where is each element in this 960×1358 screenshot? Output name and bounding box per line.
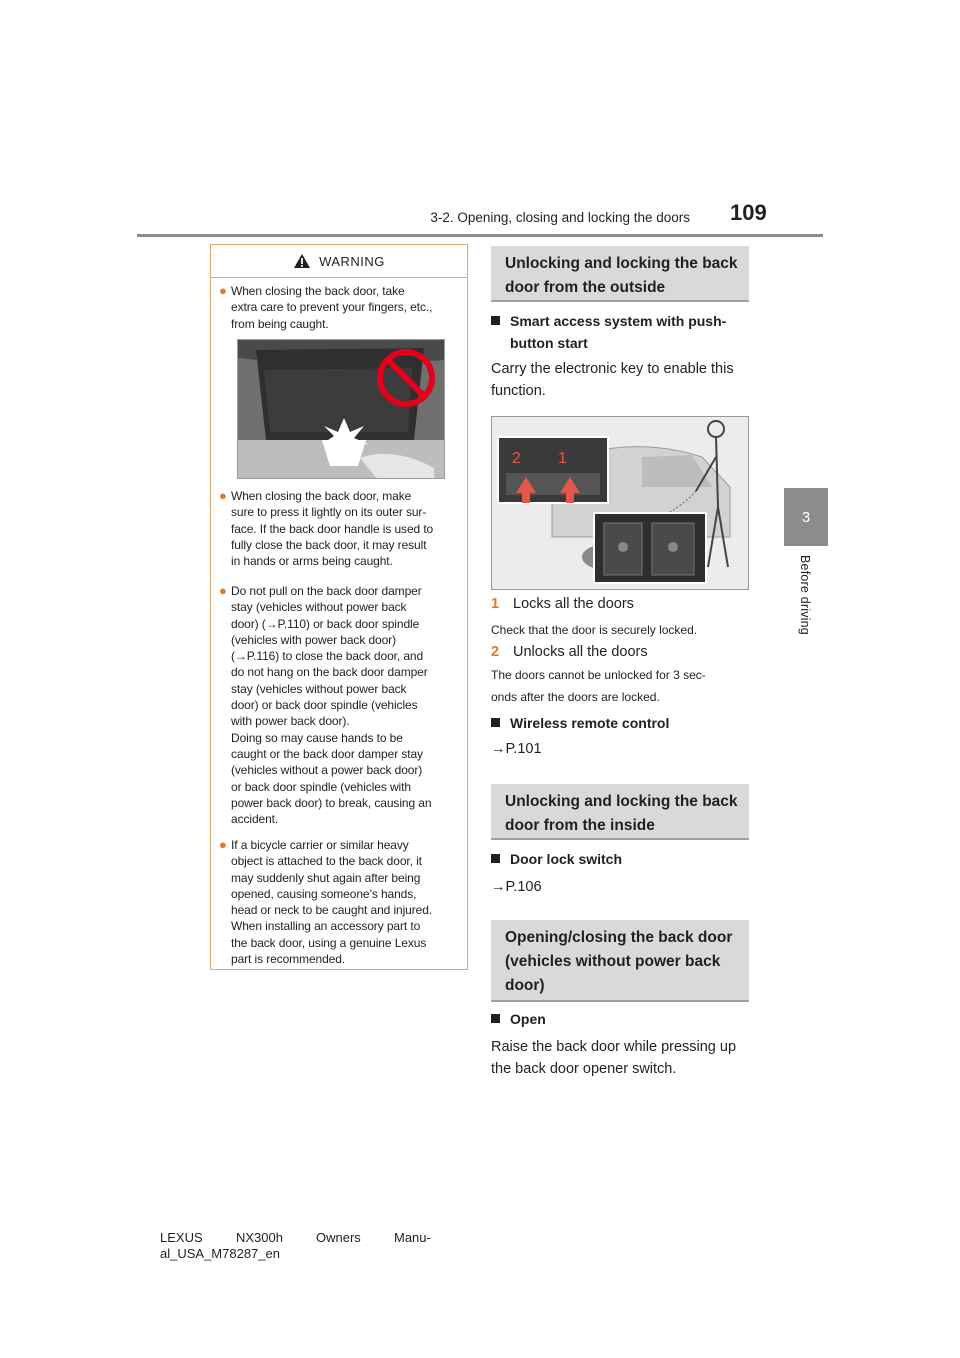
square-bullet-icon <box>491 718 500 727</box>
warning-triangle-icon <box>294 254 311 268</box>
warning-item: ● When closing the back door, take extra… <box>219 283 433 331</box>
back-door-warning-illustration <box>237 339 445 479</box>
step-2-note: The doors cannot be unlocked for 3 sec- … <box>491 668 706 704</box>
section-heading-inside: Unlocking and locking the back door from… <box>491 784 749 840</box>
figure-callout-1: 1 <box>558 450 567 467</box>
section-heading-open-close: Opening/closing the back door (vehicles … <box>491 920 749 1002</box>
warning-item: ● When closing the back door, make sure … <box>219 488 434 569</box>
bullet-icon: ● <box>219 837 227 852</box>
bullet-icon: ● <box>219 488 227 503</box>
smart-access-body: Carry the electronic key to enable this … <box>491 361 734 399</box>
page-number: 109 <box>730 200 767 225</box>
warning-box: WARNING ● When closing the back door, ta… <box>210 244 468 970</box>
warning-header: WARNING <box>211 245 467 278</box>
open-body: Raise the back door while pressing up th… <box>491 1039 737 1077</box>
wireless-remote-reference: →P.101 <box>491 741 542 757</box>
square-bullet-icon <box>491 1014 500 1023</box>
figure-callout-2: 2 <box>512 450 521 467</box>
warning-item: ● If a bicycle carrier or similar heavy … <box>219 837 433 967</box>
section-heading-outside: Unlocking and locking the back door from… <box>491 246 749 302</box>
subheading-door-lock-switch: Door lock switch <box>491 848 622 870</box>
back-door-lock-buttons-illustration: 2 1 <box>491 416 749 590</box>
step-1-note: Check that the door is securely locked. <box>491 623 698 637</box>
square-bullet-icon <box>491 854 500 863</box>
square-bullet-icon <box>491 316 500 325</box>
bullet-icon: ● <box>219 583 227 598</box>
running-header: 3-2. Opening, closing and locking the do… <box>430 210 690 225</box>
header-rule <box>137 234 823 237</box>
subheading-open: Open <box>491 1008 546 1030</box>
door-lock-switch-reference: →P.106 <box>491 879 542 895</box>
chapter-label: Before driving <box>798 555 812 635</box>
subheading-wireless-remote: Wireless remote control <box>491 712 669 734</box>
warning-title: WARNING <box>319 253 385 269</box>
chapter-tab: 3 <box>784 488 828 546</box>
subheading-smart-access: Smart access system with push- button st… <box>491 310 726 354</box>
warning-item: ● Do not pull on the back door damper st… <box>219 583 432 827</box>
bullet-icon: ● <box>219 283 227 298</box>
